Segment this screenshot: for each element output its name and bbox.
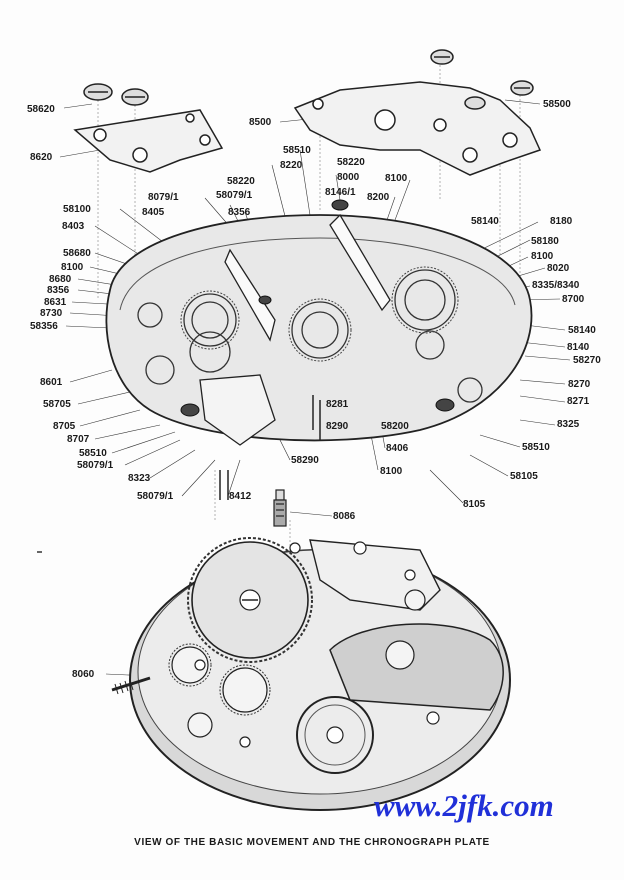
screws-58500 xyxy=(430,49,534,110)
part-label: 8200 xyxy=(367,192,390,203)
part-label: 8412 xyxy=(229,491,252,502)
part-label: 58705 xyxy=(43,399,71,410)
part-label: 58200 xyxy=(381,421,409,432)
part-8086 xyxy=(273,489,287,527)
plate-8620 xyxy=(73,109,224,173)
part-label: 58510 xyxy=(283,145,311,156)
part-label: 8079/1 xyxy=(148,192,179,203)
part-label: 58500 xyxy=(543,99,571,110)
part-label: 8680 xyxy=(49,274,72,285)
part-label: 8406 xyxy=(386,443,409,454)
part-label: 8356 xyxy=(228,207,251,218)
part-label: 8140 xyxy=(567,342,590,353)
pins xyxy=(219,395,321,500)
part-label: 8100 xyxy=(385,173,408,184)
part-label: 58510 xyxy=(522,442,550,453)
part-label: 8620 xyxy=(30,152,53,163)
part-label: 8356 xyxy=(47,285,70,296)
part-label: 58220 xyxy=(337,157,365,168)
part-label: 8631 xyxy=(44,297,67,308)
part-label: 58220 xyxy=(227,176,255,187)
part-label: 58290 xyxy=(291,455,319,466)
part-label: 8500 xyxy=(249,117,272,128)
part-label: 8323 xyxy=(128,473,151,484)
part-label: 58510 xyxy=(79,448,107,459)
chronograph-plate xyxy=(105,199,533,446)
part-label: 8403 xyxy=(62,221,85,232)
part-label: 58100 xyxy=(63,204,91,215)
part-label: 8000 xyxy=(337,172,360,183)
part-label: 8060 xyxy=(72,669,95,680)
part-label: 8270 xyxy=(568,379,591,390)
part-label: 8705 xyxy=(53,421,76,432)
part-label: 8601 xyxy=(40,377,63,388)
part-label: 8220 xyxy=(280,160,303,171)
basic-movement xyxy=(111,537,511,811)
bridge-8500 xyxy=(293,81,542,176)
part-label: 8146/1 xyxy=(325,187,356,198)
part-label: 58105 xyxy=(510,471,538,482)
part-label: 58180 xyxy=(531,236,559,247)
figure-caption: VIEW OF THE BASIC MOVEMENT AND THE CHRON… xyxy=(134,837,490,848)
part-label: 8325 xyxy=(557,419,580,430)
part-label: 8405 xyxy=(142,207,165,218)
part-label: 8281 xyxy=(326,399,349,410)
part-label: 58079/1 xyxy=(137,491,174,502)
part-label: 58270 xyxy=(573,355,601,366)
part-label: 58356 xyxy=(30,321,58,332)
part-label: 58680 xyxy=(63,248,91,259)
part-label: 8707 xyxy=(67,434,90,445)
watermark: www.2jfk.com xyxy=(374,788,554,823)
part-label: 8700 xyxy=(562,294,585,305)
part-label: 8180 xyxy=(550,216,573,227)
part-label: 8100 xyxy=(61,262,84,273)
part-label: 58140 xyxy=(471,216,499,227)
screws-58620 xyxy=(83,83,149,106)
part-label: 8086 xyxy=(333,511,356,522)
part-label: 8100 xyxy=(531,251,554,262)
part-label: 58079/1 xyxy=(216,190,253,201)
part-label: 8290 xyxy=(326,421,349,432)
part-label: 8020 xyxy=(547,263,570,274)
part-label: 58620 xyxy=(27,104,55,115)
part-label: 8105 xyxy=(463,499,486,510)
part-label: 8730 xyxy=(40,308,63,319)
part-label: 8100 xyxy=(380,466,403,477)
part-label: 58140 xyxy=(568,325,596,336)
part-label: 8335/8340 xyxy=(532,280,580,291)
part-label: 8271 xyxy=(567,396,590,407)
part-label: 58079/1 xyxy=(77,460,114,471)
